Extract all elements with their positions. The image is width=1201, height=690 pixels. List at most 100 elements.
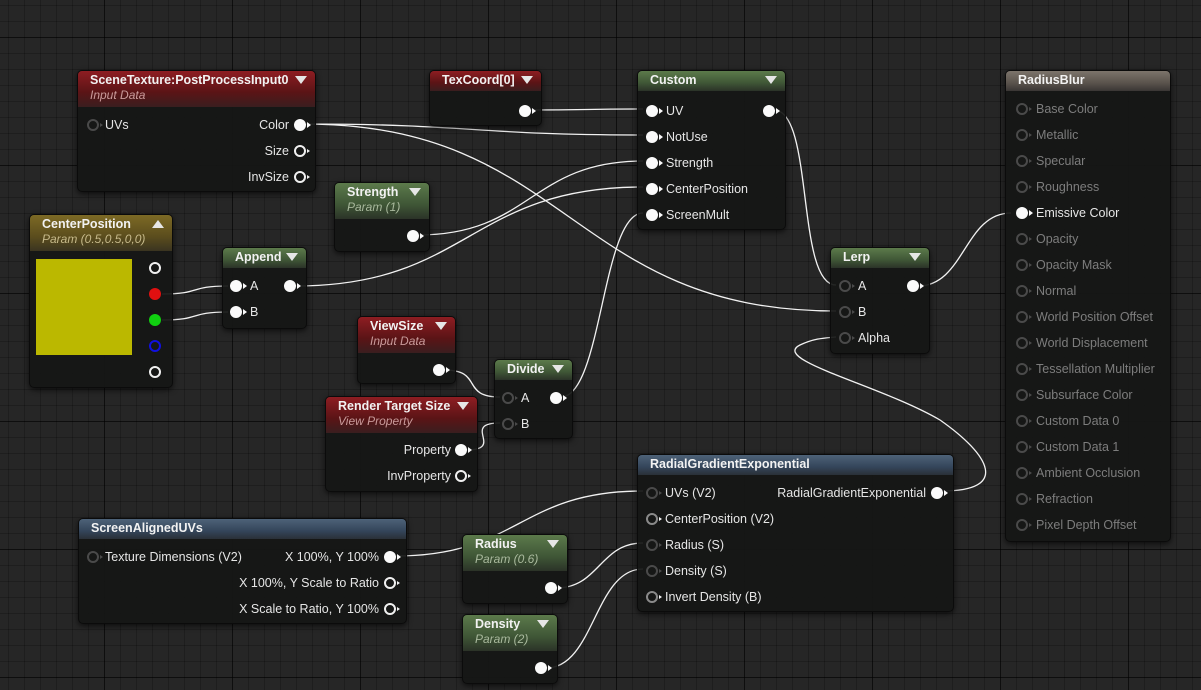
pin-icon[interactable] [87, 119, 103, 131]
node-render-target-size[interactable]: Render Target Size View Property Propert… [325, 396, 478, 492]
chevron-down-icon[interactable] [435, 322, 447, 330]
node-header[interactable]: CenterPosition Param (0.5,0.5,0,0) [30, 215, 172, 251]
node-texcoord[interactable]: TexCoord[0] [429, 70, 542, 126]
node-view-size[interactable]: ViewSize Input Data [357, 316, 456, 384]
pin-icon[interactable] [384, 603, 400, 615]
pin-icon[interactable] [1016, 337, 1032, 349]
pin-icon[interactable] [1016, 181, 1032, 193]
node-divide[interactable]: Divide A B [494, 359, 573, 439]
pin-icon[interactable] [646, 183, 663, 195]
pin-icon[interactable] [545, 582, 562, 594]
pin-icon[interactable] [907, 280, 924, 292]
node-center-position-param[interactable]: CenterPosition Param (0.5,0.5,0,0) [29, 214, 173, 388]
pin-icon[interactable] [1016, 467, 1032, 479]
pin-icon[interactable] [519, 105, 536, 117]
chevron-down-icon[interactable] [547, 540, 559, 548]
node-header[interactable]: Strength Param (1) [335, 183, 429, 219]
pin-icon[interactable] [433, 364, 450, 376]
pin-icon[interactable] [230, 306, 247, 318]
pin-icon[interactable] [535, 662, 552, 674]
pin-icon[interactable] [455, 470, 471, 482]
pin-icon[interactable] [1016, 311, 1032, 323]
node-screen-aligned-uvs[interactable]: ScreenAlignedUVs Texture Dimensions (V2)… [78, 518, 407, 624]
chevron-down-icon[interactable] [295, 76, 307, 84]
pin-icon[interactable] [839, 332, 855, 344]
pin-icon[interactable] [1016, 129, 1032, 141]
node-header[interactable]: Radius Param (0.6) [463, 535, 567, 571]
node-header[interactable]: Append [223, 248, 306, 268]
pin-icon[interactable] [839, 306, 855, 318]
pin-icon[interactable] [149, 262, 161, 274]
node-header[interactable]: Lerp [831, 248, 929, 268]
pin-icon[interactable] [1016, 103, 1032, 115]
node-header[interactable]: Render Target Size View Property [326, 397, 477, 433]
chevron-up-icon[interactable] [152, 220, 164, 228]
chevron-down-icon[interactable] [552, 365, 564, 373]
pin-icon[interactable] [1016, 493, 1032, 505]
pin-icon[interactable] [384, 551, 401, 563]
chevron-down-icon[interactable] [409, 188, 421, 196]
pin-icon[interactable] [646, 157, 663, 169]
pin-icon[interactable] [763, 105, 780, 117]
pin-icon[interactable] [149, 340, 161, 352]
pin-icon[interactable] [87, 551, 103, 563]
node-lerp[interactable]: Lerp A B Alpha [830, 247, 930, 354]
pin-icon[interactable] [550, 392, 567, 404]
pin-icon[interactable] [407, 230, 424, 242]
node-scene-texture[interactable]: SceneTexture:PostProcessInput0 Input Dat… [77, 70, 316, 192]
pin-icon[interactable] [230, 280, 247, 292]
pin-icon[interactable] [284, 280, 301, 292]
node-header[interactable]: Custom [638, 71, 785, 91]
chevron-down-icon[interactable] [286, 253, 298, 261]
pin-icon[interactable] [1016, 415, 1032, 427]
node-header[interactable]: ViewSize Input Data [358, 317, 455, 353]
chevron-down-icon[interactable] [521, 76, 533, 84]
pin-icon[interactable] [646, 513, 662, 525]
node-header[interactable]: TexCoord[0] [430, 71, 541, 91]
pin-icon[interactable] [1016, 259, 1032, 271]
node-header[interactable]: Density Param (2) [463, 615, 557, 651]
pin-icon[interactable] [149, 366, 161, 378]
pin-icon[interactable] [931, 487, 948, 499]
node-header[interactable]: ScreenAlignedUVs [79, 519, 406, 539]
pin-icon[interactable] [646, 539, 662, 551]
pin-icon[interactable] [839, 280, 855, 292]
chevron-down-icon[interactable] [909, 253, 921, 261]
node-strength-param[interactable]: Strength Param (1) [334, 182, 430, 252]
node-header[interactable]: SceneTexture:PostProcessInput0 Input Dat… [78, 71, 315, 107]
pin-icon[interactable] [384, 577, 400, 589]
pin-icon[interactable] [1016, 389, 1032, 401]
pin-icon[interactable] [1016, 207, 1033, 219]
pin-icon[interactable] [646, 105, 663, 117]
pin-icon[interactable] [1016, 519, 1032, 531]
node-append[interactable]: Append A B [222, 247, 307, 329]
pin-icon[interactable] [149, 314, 161, 326]
node-header[interactable]: Divide [495, 360, 572, 380]
pin-icon[interactable] [294, 171, 310, 183]
pin-icon[interactable] [1016, 363, 1032, 375]
node-radius-param[interactable]: Radius Param (0.6) [462, 534, 568, 604]
pin-icon[interactable] [294, 145, 310, 157]
node-density-param[interactable]: Density Param (2) [462, 614, 558, 684]
pin-icon[interactable] [294, 119, 311, 131]
pin-icon[interactable] [1016, 155, 1032, 167]
pin-icon[interactable] [455, 444, 472, 456]
node-radial-gradient[interactable]: RadialGradientExponential UVs (V2) Radia… [637, 454, 954, 612]
node-header[interactable]: RadialGradientExponential [638, 455, 953, 475]
pin-icon[interactable] [1016, 233, 1032, 245]
pin-icon[interactable] [646, 209, 663, 221]
pin-icon[interactable] [646, 565, 662, 577]
pin-icon[interactable] [1016, 285, 1032, 297]
pin-icon[interactable] [646, 131, 663, 143]
chevron-down-icon[interactable] [765, 76, 777, 84]
node-custom[interactable]: Custom UV NotUse Strength CenterPosition… [637, 70, 786, 230]
chevron-down-icon[interactable] [457, 402, 469, 410]
pin-icon[interactable] [149, 288, 161, 300]
pin-icon[interactable] [1016, 441, 1032, 453]
chevron-down-icon[interactable] [537, 620, 549, 628]
pin-icon[interactable] [646, 487, 662, 499]
pin-icon[interactable] [646, 591, 662, 603]
node-header[interactable]: RadiusBlur [1006, 71, 1170, 91]
pin-icon[interactable] [502, 392, 518, 404]
